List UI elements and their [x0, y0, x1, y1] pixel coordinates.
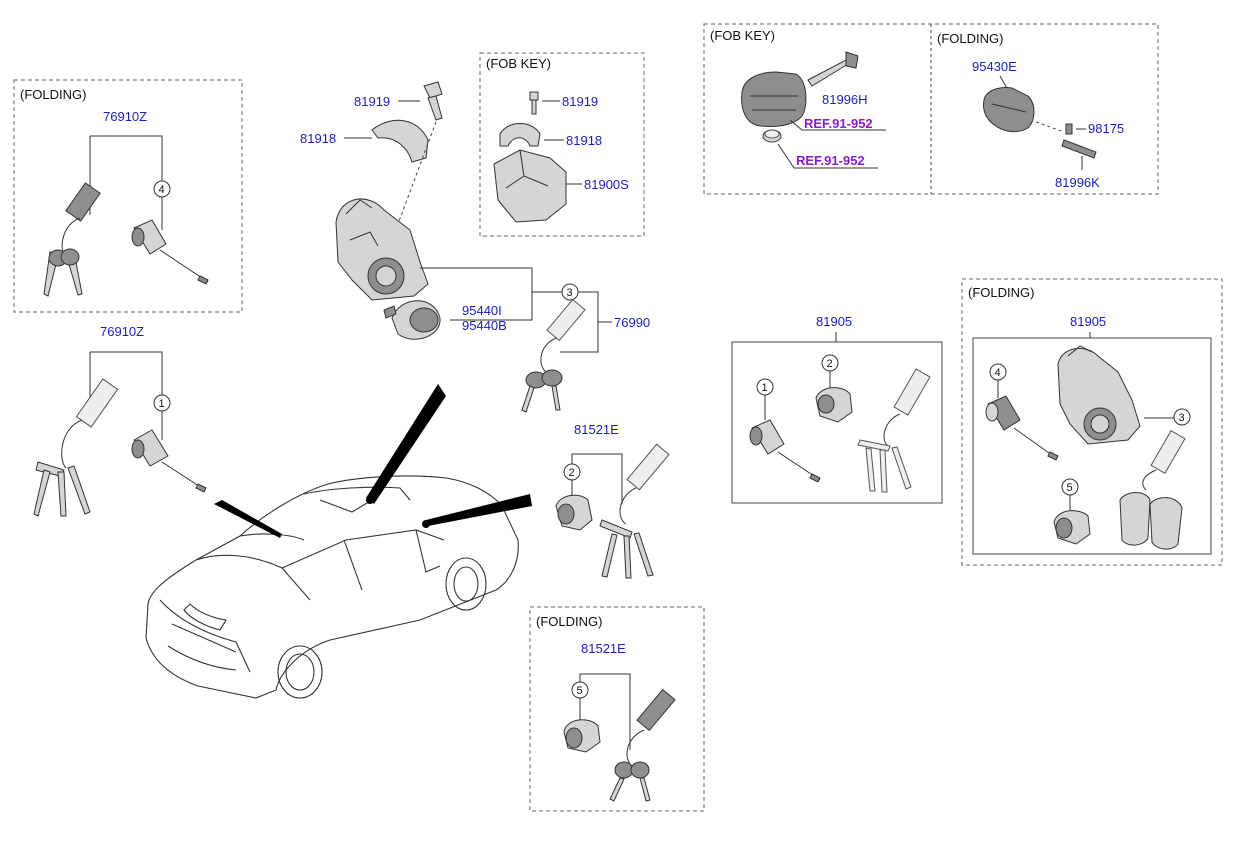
kit-keys-with-tag-icon — [857, 368, 931, 493]
folding-keys-icon — [609, 688, 676, 802]
part-95430E[interactable]: 95430E — [972, 59, 1017, 74]
callout-5-bottom: 5 — [571, 681, 589, 699]
callout-2-center: 2 — [563, 463, 581, 481]
folding-kit-ignition-icon — [1057, 345, 1141, 445]
bracket-icon — [371, 119, 429, 163]
ref-91-952-first[interactable]: REF.91-952 — [804, 116, 873, 131]
caption-fob-key-right: (FOB KEY) — [710, 28, 775, 43]
kit-trunk-cylinder-icon — [815, 387, 853, 423]
caption-folding-left: (FOLDING) — [20, 87, 86, 102]
caption-folding-right: (FOLDING) — [937, 31, 1003, 46]
steering-lock-body-icon — [493, 149, 567, 223]
ignition-lock-group: 81919 81918 95440I 95440B 3 769 — [300, 81, 650, 413]
fob-key-box-right-group: (FOB KEY) 81996H REF.91-952 REF.91-952 (… — [703, 23, 1159, 195]
caption-folding-kit: (FOLDING) — [968, 285, 1034, 300]
fob-bracket-icon — [499, 123, 541, 147]
ignition-switch-icon — [335, 198, 429, 301]
mechanical-key-blade-icon — [807, 51, 859, 87]
caption-folding-bottom: (FOLDING) — [536, 614, 602, 629]
part-76910Z[interactable]: 76910Z — [100, 324, 144, 339]
kit-door-cylinder-icon — [749, 419, 821, 483]
key-set-81521E-group: 81521E 2 — [555, 422, 670, 579]
callout-4-kit: 4 — [989, 363, 1007, 381]
folding-box-left — [13, 79, 243, 313]
part-81905-folding[interactable]: 81905 — [1070, 314, 1106, 329]
callout-3-kit: 3 — [1173, 408, 1191, 426]
bolt-icon — [423, 81, 443, 121]
folding-kit-door-cylinder-icon — [985, 395, 1059, 461]
key-tag-icon — [43, 182, 101, 297]
part-81918[interactable]: 81918 — [300, 131, 336, 146]
svg-text:5: 5 — [1067, 482, 1073, 494]
pointer-wedges — [214, 384, 532, 538]
fob-key-box-center — [479, 52, 645, 237]
part-76910Z-folding[interactable]: 76910Z — [103, 109, 147, 124]
folding-box-bottom — [529, 606, 705, 812]
key-fob-tag-icon — [33, 378, 119, 517]
key-set-76910Z-group: 76910Z 1 — [33, 324, 207, 517]
svg-text:2: 2 — [569, 467, 575, 479]
folding-81521E-box-group: (FOLDING) 81521E 5 — [529, 606, 705, 812]
lock-cylinder-small-icon — [563, 719, 601, 753]
part-81996K[interactable]: 81996K — [1055, 175, 1100, 190]
svg-text:3: 3 — [1179, 412, 1185, 424]
folding-remote-fob-icon — [983, 87, 1035, 133]
callout-4-left: 4 — [153, 180, 171, 198]
door-lock-cylinder-icon-2 — [131, 429, 207, 493]
coin-battery-icon — [762, 129, 782, 143]
svg-text:2: 2 — [827, 358, 833, 370]
folding-kit-81905-group: (FOLDING) 81905 4 3 5 — [961, 278, 1223, 566]
svg-text:4: 4 — [995, 367, 1001, 379]
svg-text:1: 1 — [159, 398, 165, 410]
part-81900S[interactable]: 81900S — [584, 177, 629, 192]
door-lock-cylinder-icon — [131, 219, 209, 285]
part-95440I[interactable]: 95440I — [462, 303, 502, 318]
immobilizer-coil-icon — [383, 300, 441, 340]
folding-key-set-group: (FOLDING) 76910Z 4 — [13, 79, 243, 313]
part-81521E[interactable]: 81521E — [574, 422, 619, 437]
keys-with-tag-icon — [521, 298, 586, 413]
folding-kit-trunk-cylinder-icon — [1053, 510, 1091, 545]
callout-5-kit: 5 — [1061, 478, 1079, 496]
part-81521E-folding[interactable]: 81521E — [581, 641, 626, 656]
trunk-lock-cylinder-icon — [555, 494, 593, 531]
part-81996H[interactable]: 81996H — [822, 92, 868, 107]
caption-fob-key-center: (FOB KEY) — [486, 56, 551, 71]
pin-icon — [1065, 123, 1073, 135]
callout-1-left: 1 — [153, 394, 171, 412]
svg-text:4: 4 — [159, 184, 165, 196]
ref-91-952-second[interactable]: REF.91-952 — [796, 153, 865, 168]
part-81905[interactable]: 81905 — [816, 314, 852, 329]
folding-box-kit — [961, 278, 1223, 566]
small-bolt-icon — [529, 91, 539, 115]
keys-with-tag-icon-2 — [599, 443, 670, 579]
part-95440B[interactable]: 95440B — [462, 318, 507, 333]
callout-2-kit: 2 — [821, 354, 839, 372]
callout-1-kit: 1 — [756, 378, 774, 396]
vehicle-outline-icon — [145, 475, 519, 699]
folding-key-blade-icon — [1061, 139, 1097, 159]
part-81919[interactable]: 81919 — [354, 94, 390, 109]
part-98175[interactable]: 98175 — [1088, 121, 1124, 136]
svg-text:5: 5 — [577, 685, 583, 697]
kit-81905-box — [731, 341, 943, 504]
kit-81905-group: 81905 2 1 — [731, 314, 943, 504]
part-81919-fob[interactable]: 81919 — [562, 94, 598, 109]
folding-kit-inner-box — [972, 337, 1212, 555]
svg-text:1: 1 — [762, 382, 768, 394]
fob-key-box-group: (FOB KEY) 81919 81918 81900S — [479, 52, 645, 237]
part-76990[interactable]: 76990 — [614, 315, 650, 330]
part-81918-fob[interactable]: 81918 — [566, 133, 602, 148]
svg-text:3: 3 — [567, 287, 573, 299]
folding-kit-remote-fobs-icon — [1119, 429, 1186, 550]
callout-3-center: 3 — [561, 283, 579, 301]
smart-key-fob-icon — [741, 71, 807, 127]
